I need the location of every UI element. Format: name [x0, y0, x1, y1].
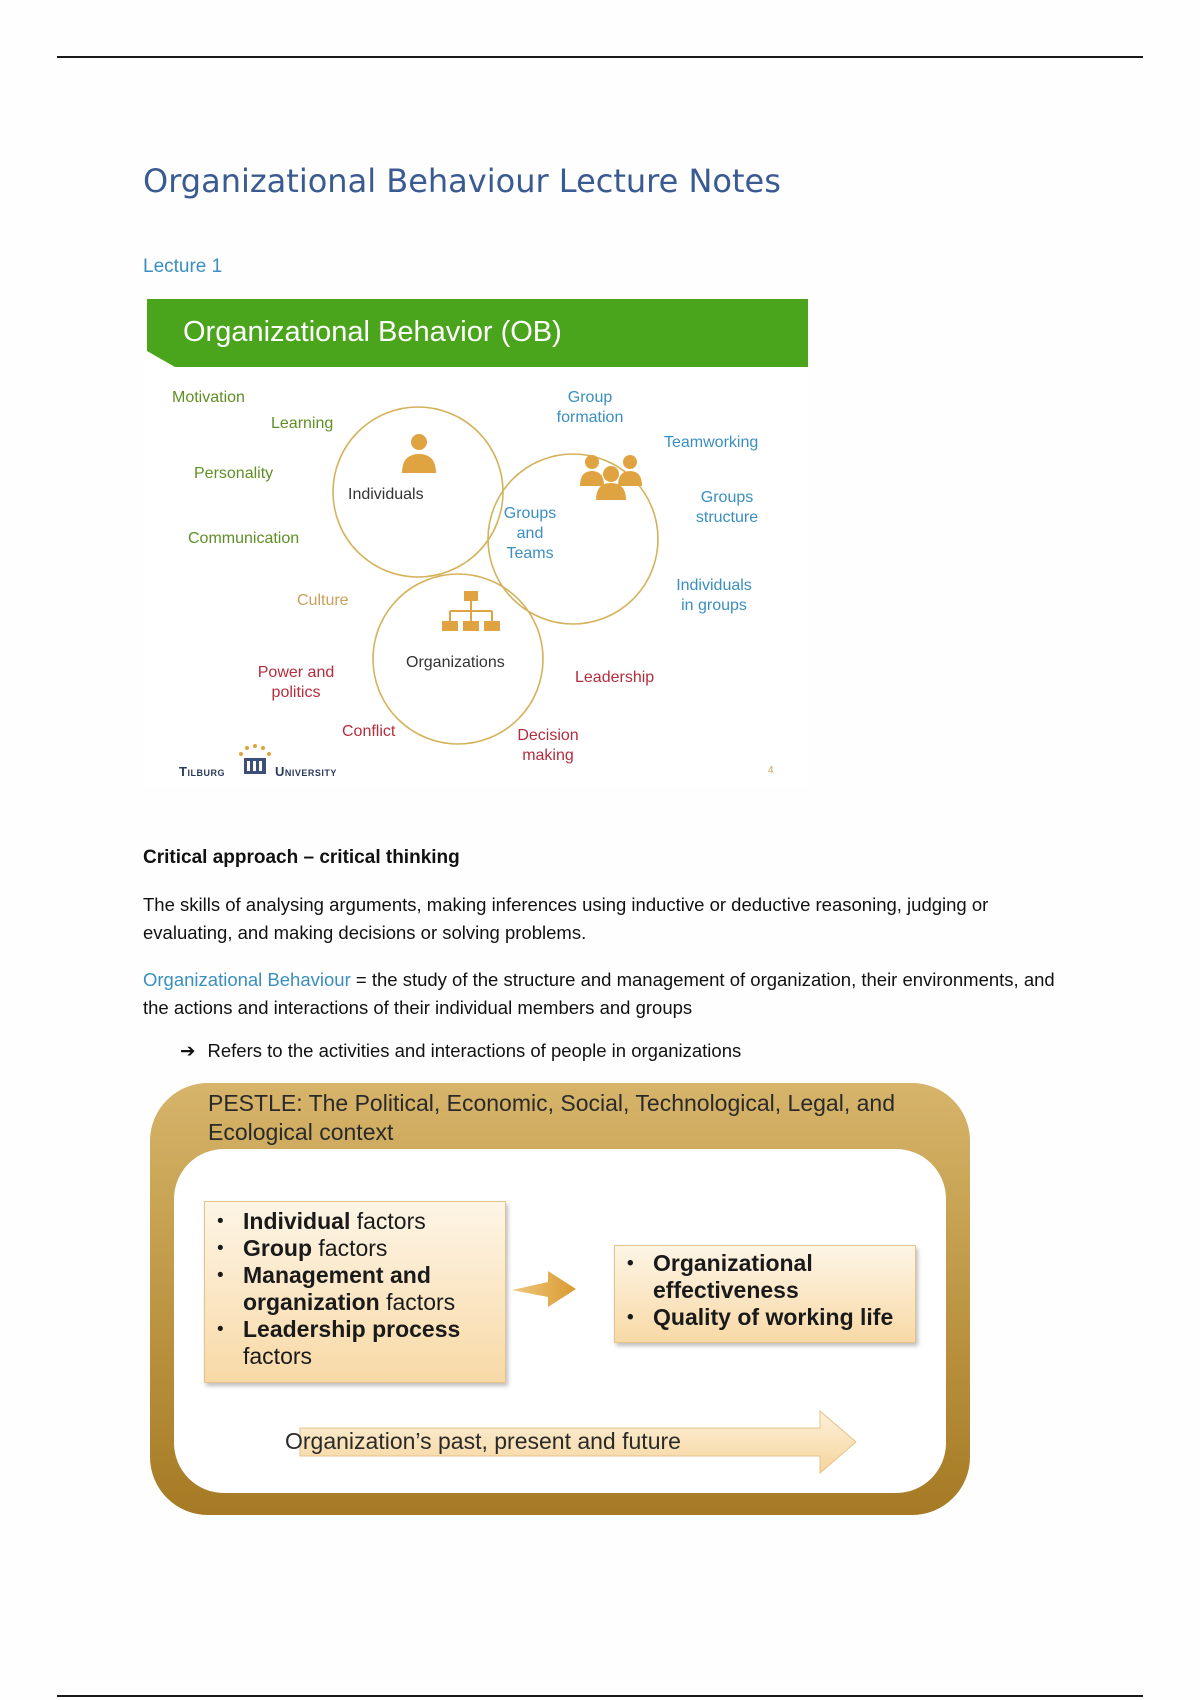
- slide-title: Organizational Behavior (OB): [183, 316, 562, 348]
- ob-slide-image: Organizational Behavior (OB): [143, 299, 808, 786]
- factor-item: Individual factors: [205, 1208, 505, 1235]
- university-logo-mark: [239, 744, 271, 774]
- factor-item: Management and organization factors: [205, 1262, 505, 1316]
- label-communication: Communication: [188, 530, 300, 547]
- label-groups-structure: Groups structure: [695, 489, 759, 526]
- group-icon: [580, 455, 642, 500]
- factors-box: Individual factors Group factors Managem…: [204, 1201, 506, 1383]
- definition-bullet: ➔ Refers to the activities and interactio…: [180, 1040, 741, 1062]
- definition-text: = the study of the structure and managem…: [143, 969, 1055, 1018]
- venn-diagram: [239, 406, 659, 774]
- critical-paragraph: The skills of analysing arguments, makin…: [143, 894, 989, 943]
- lecture-heading: Lecture 1: [143, 256, 223, 277]
- person-icon: [402, 434, 436, 473]
- slide-number: 4: [768, 765, 774, 776]
- label-teamworking: Teamworking: [664, 434, 759, 451]
- section-heading-critical: Critical approach – critical thinking: [143, 847, 460, 868]
- pestle-arrows: [299, 1271, 857, 1475]
- right-arrow-icon: [512, 1271, 576, 1307]
- label-conflict: Conflict: [342, 723, 396, 740]
- outcome-item: Organizational effectiveness: [615, 1250, 915, 1304]
- factor-item: Leadership process factors: [205, 1316, 505, 1370]
- label-individuals-circle: Individuals: [348, 486, 424, 503]
- pestle-title: PESTLE: The Political, Economic, Social,…: [208, 1090, 895, 1145]
- logo-text-right: University: [275, 764, 337, 779]
- label-groups-circle: Groups and Teams: [503, 505, 557, 562]
- outcomes-box: Organizational effectiveness Quality of …: [614, 1245, 916, 1343]
- label-individuals-in-groups: Individuals in groups: [676, 577, 752, 614]
- label-decision-making: Decision making: [517, 727, 579, 764]
- circle-groups-teams: [487, 453, 659, 625]
- factor-item: Group factors: [205, 1235, 505, 1262]
- label-organizations-circle: Organizations: [406, 654, 505, 671]
- logo-text-left: Tilburg: [179, 764, 225, 779]
- timeline-label: Organization’s past, present and future: [285, 1428, 681, 1454]
- timeline-arrow: [299, 1409, 857, 1475]
- org-chart-icon: [442, 591, 500, 631]
- label-personality: Personality: [194, 465, 274, 482]
- label-leadership: Leadership: [575, 669, 655, 686]
- document-title: Organizational Behaviour Lecture Notes: [143, 162, 781, 200]
- outcomes-list: Organizational effectiveness Quality of …: [615, 1246, 915, 1331]
- label-power-politics: Power and politics: [257, 664, 335, 701]
- label-learning: Learning: [271, 415, 334, 432]
- right-arrow-icon: ➔: [180, 1040, 196, 1061]
- bottom-rule: [57, 1695, 1143, 1697]
- definition-paragraph: Organizational Behaviour = the study of …: [143, 966, 1063, 1022]
- definition-term: Organizational Behaviour: [143, 969, 351, 990]
- outcome-item: Quality of working life: [615, 1304, 915, 1331]
- circle-organizations: [372, 573, 544, 745]
- slide-header-banner: [147, 299, 808, 367]
- pestle-diagram: PESTLE: The Political, Economic, Social,…: [150, 1083, 970, 1515]
- top-rule: [57, 56, 1143, 58]
- factors-list: Individual factors Group factors Managem…: [205, 1202, 505, 1370]
- label-culture: Culture: [297, 592, 349, 609]
- definition-bullet-text: Refers to the activities and interaction…: [207, 1040, 742, 1061]
- label-motivation: Motivation: [172, 389, 245, 406]
- label-group-formation: Group formation: [556, 389, 624, 426]
